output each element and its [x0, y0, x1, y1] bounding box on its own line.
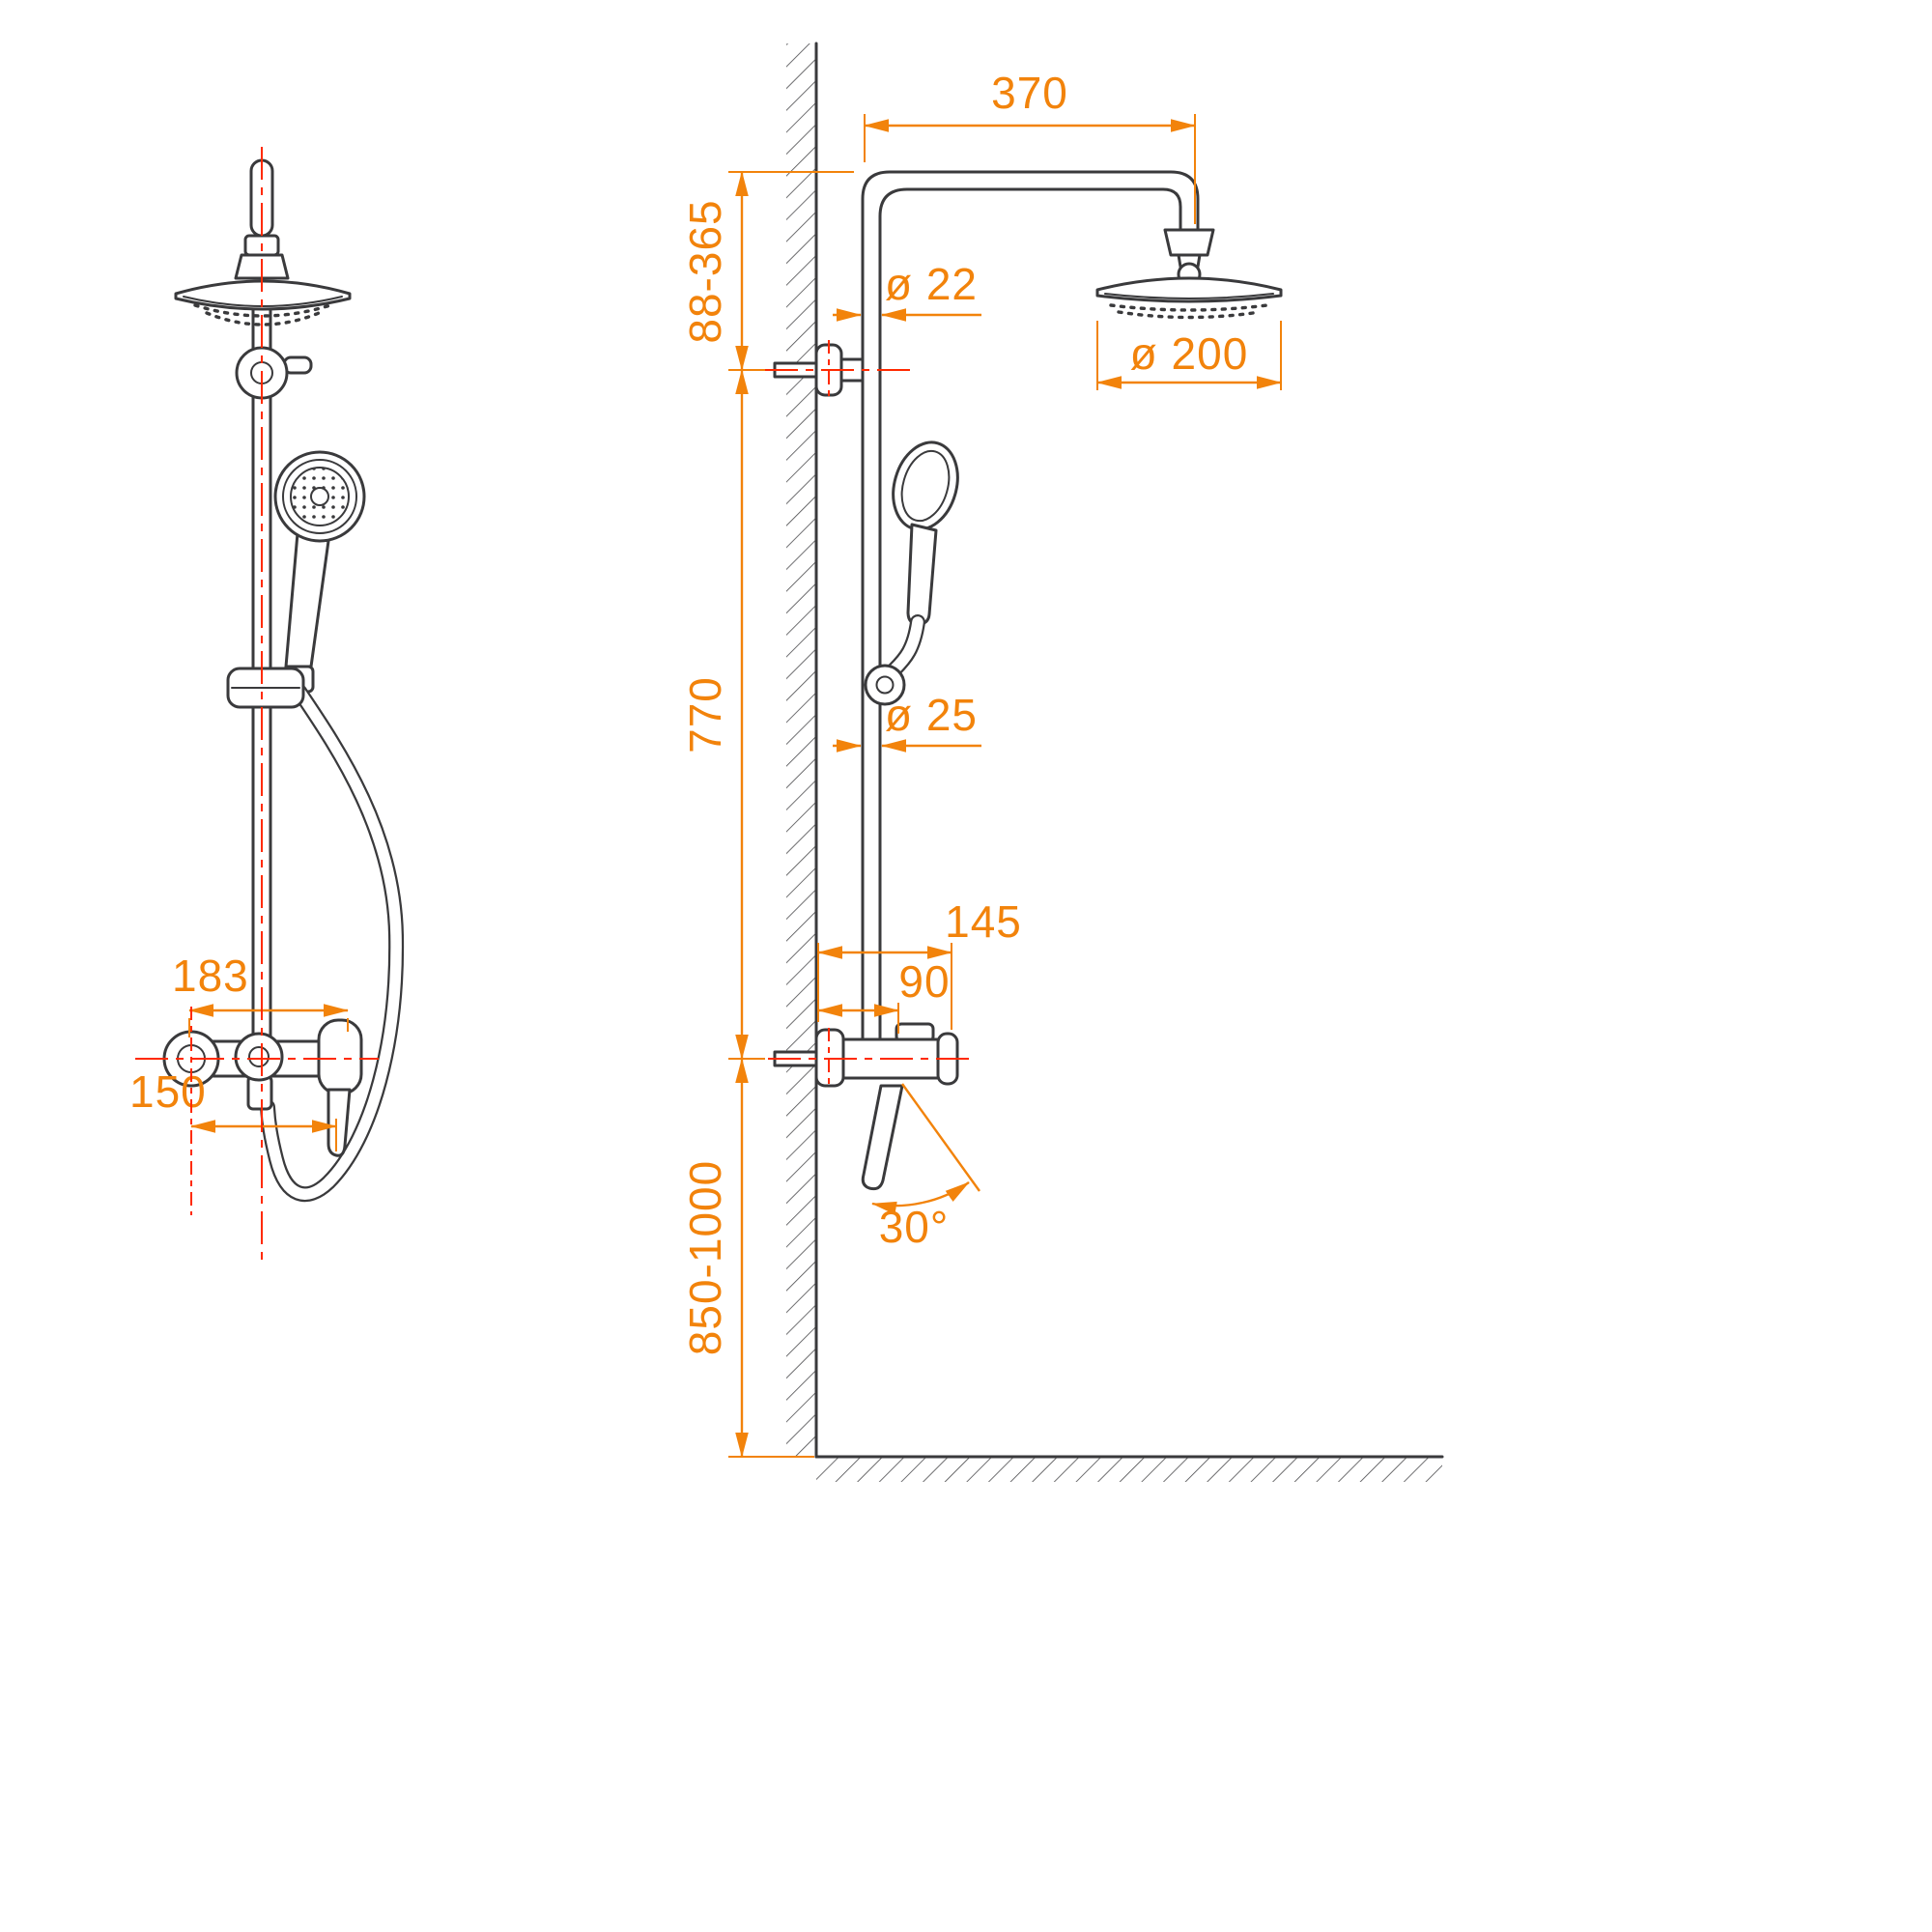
side-head-connector — [1163, 228, 1215, 287]
dimension-370: 370 — [991, 68, 1068, 118]
dimension-dia-22: ø 22 — [885, 259, 978, 309]
front-rain-shower-head — [174, 279, 352, 327]
dimension-145: 145 — [945, 896, 1022, 947]
front-hand-shower-head — [273, 450, 366, 543]
side-hand-shower-handle — [906, 523, 938, 626]
side-center-lines — [765, 340, 974, 1090]
side-hand-shower — [892, 440, 959, 626]
front-view: 183 150 — [129, 147, 405, 1267]
side-mixer-handle-lever — [861, 1084, 904, 1191]
floor-hatching — [816, 1457, 1442, 1482]
front-dimensions: 183 150 — [129, 951, 349, 1151]
side-shower-hose — [887, 614, 925, 677]
dimension-770: 770 — [680, 676, 730, 753]
wall-hatching — [786, 43, 816, 1457]
front-head-nozzle-row-2 — [205, 311, 321, 327]
front-diverter — [235, 346, 313, 400]
dimension-90: 90 — [898, 956, 950, 1007]
dimension-30deg: 30° — [879, 1202, 950, 1252]
side-head-nozzle-row-2 — [1117, 310, 1262, 320]
dimension-150: 150 — [129, 1066, 207, 1117]
side-head-nozzle-row-1 — [1109, 303, 1269, 312]
front-head-nozzle-row-1 — [193, 303, 332, 318]
wall — [786, 42, 818, 1459]
dimension-850-1000: 850-1000 — [680, 1160, 730, 1355]
front-center-lines — [135, 147, 379, 1267]
front-mixer-handle-body — [317, 1018, 363, 1095]
dimension-183: 183 — [172, 951, 249, 1001]
side-view: 30° 370 88-365 ø 22 ø 200 — [680, 42, 1444, 1482]
floor — [814, 1455, 1444, 1482]
front-mixer-handle-lever — [327, 1088, 352, 1157]
side-rain-shower-head — [1095, 276, 1283, 320]
handle-swing-angle: 30° — [871, 1083, 980, 1252]
front-mixer-diverter-knob — [234, 1032, 284, 1082]
front-shower-hose — [260, 684, 405, 1203]
front-slider-clamp — [226, 667, 305, 709]
dimension-dia-25: ø 25 — [885, 690, 978, 740]
dimension-dia-200: ø 200 — [1130, 328, 1249, 379]
dimension-88-365: 88-365 — [680, 199, 730, 343]
side-dimensions: 370 88-365 ø 22 ø 200 770 — [680, 68, 1282, 1458]
side-riser-pipe — [861, 170, 1200, 1041]
side-slider-holder — [864, 664, 906, 706]
front-riser-pipe — [251, 305, 272, 1043]
